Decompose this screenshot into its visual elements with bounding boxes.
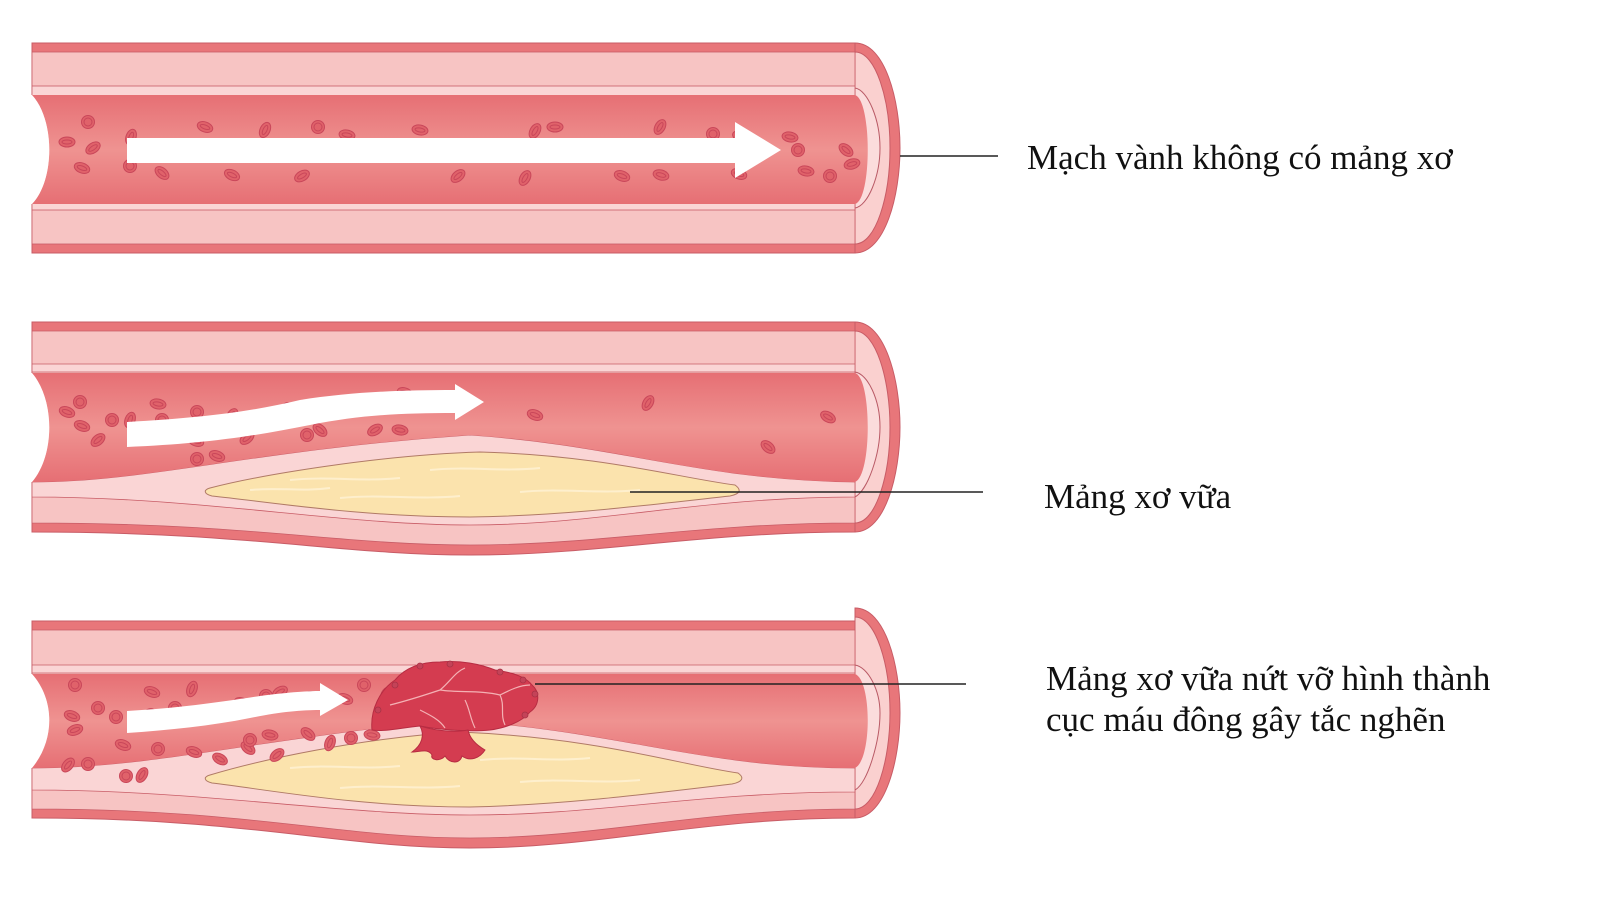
label-clot-line-1: Mảng xơ vữa nứt vỡ hình thành [1046, 659, 1491, 698]
blood-flow-arrow [127, 683, 348, 733]
label-healthy-artery: Mạch vành không có mảng xơ [1027, 138, 1453, 177]
atherosclerotic-plaque [204, 451, 740, 518]
panel-ruptured-plaque-artery [0, 607, 966, 849]
blood-flow-arrow [127, 384, 484, 447]
label-plaque: Mảng xơ vữa [1044, 477, 1232, 516]
label-clot-line-2: cục máu đông gây tắc nghẽn [1046, 700, 1446, 739]
panel-plaque-artery [0, 321, 983, 556]
blood-clot [371, 660, 539, 763]
panel-healthy-artery [0, 42, 998, 254]
blood-flow-arrow [127, 122, 781, 178]
label-ruptured-plaque-clot: Mảng xơ vữa nứt vỡ hình thành cục máu đô… [1046, 658, 1490, 740]
